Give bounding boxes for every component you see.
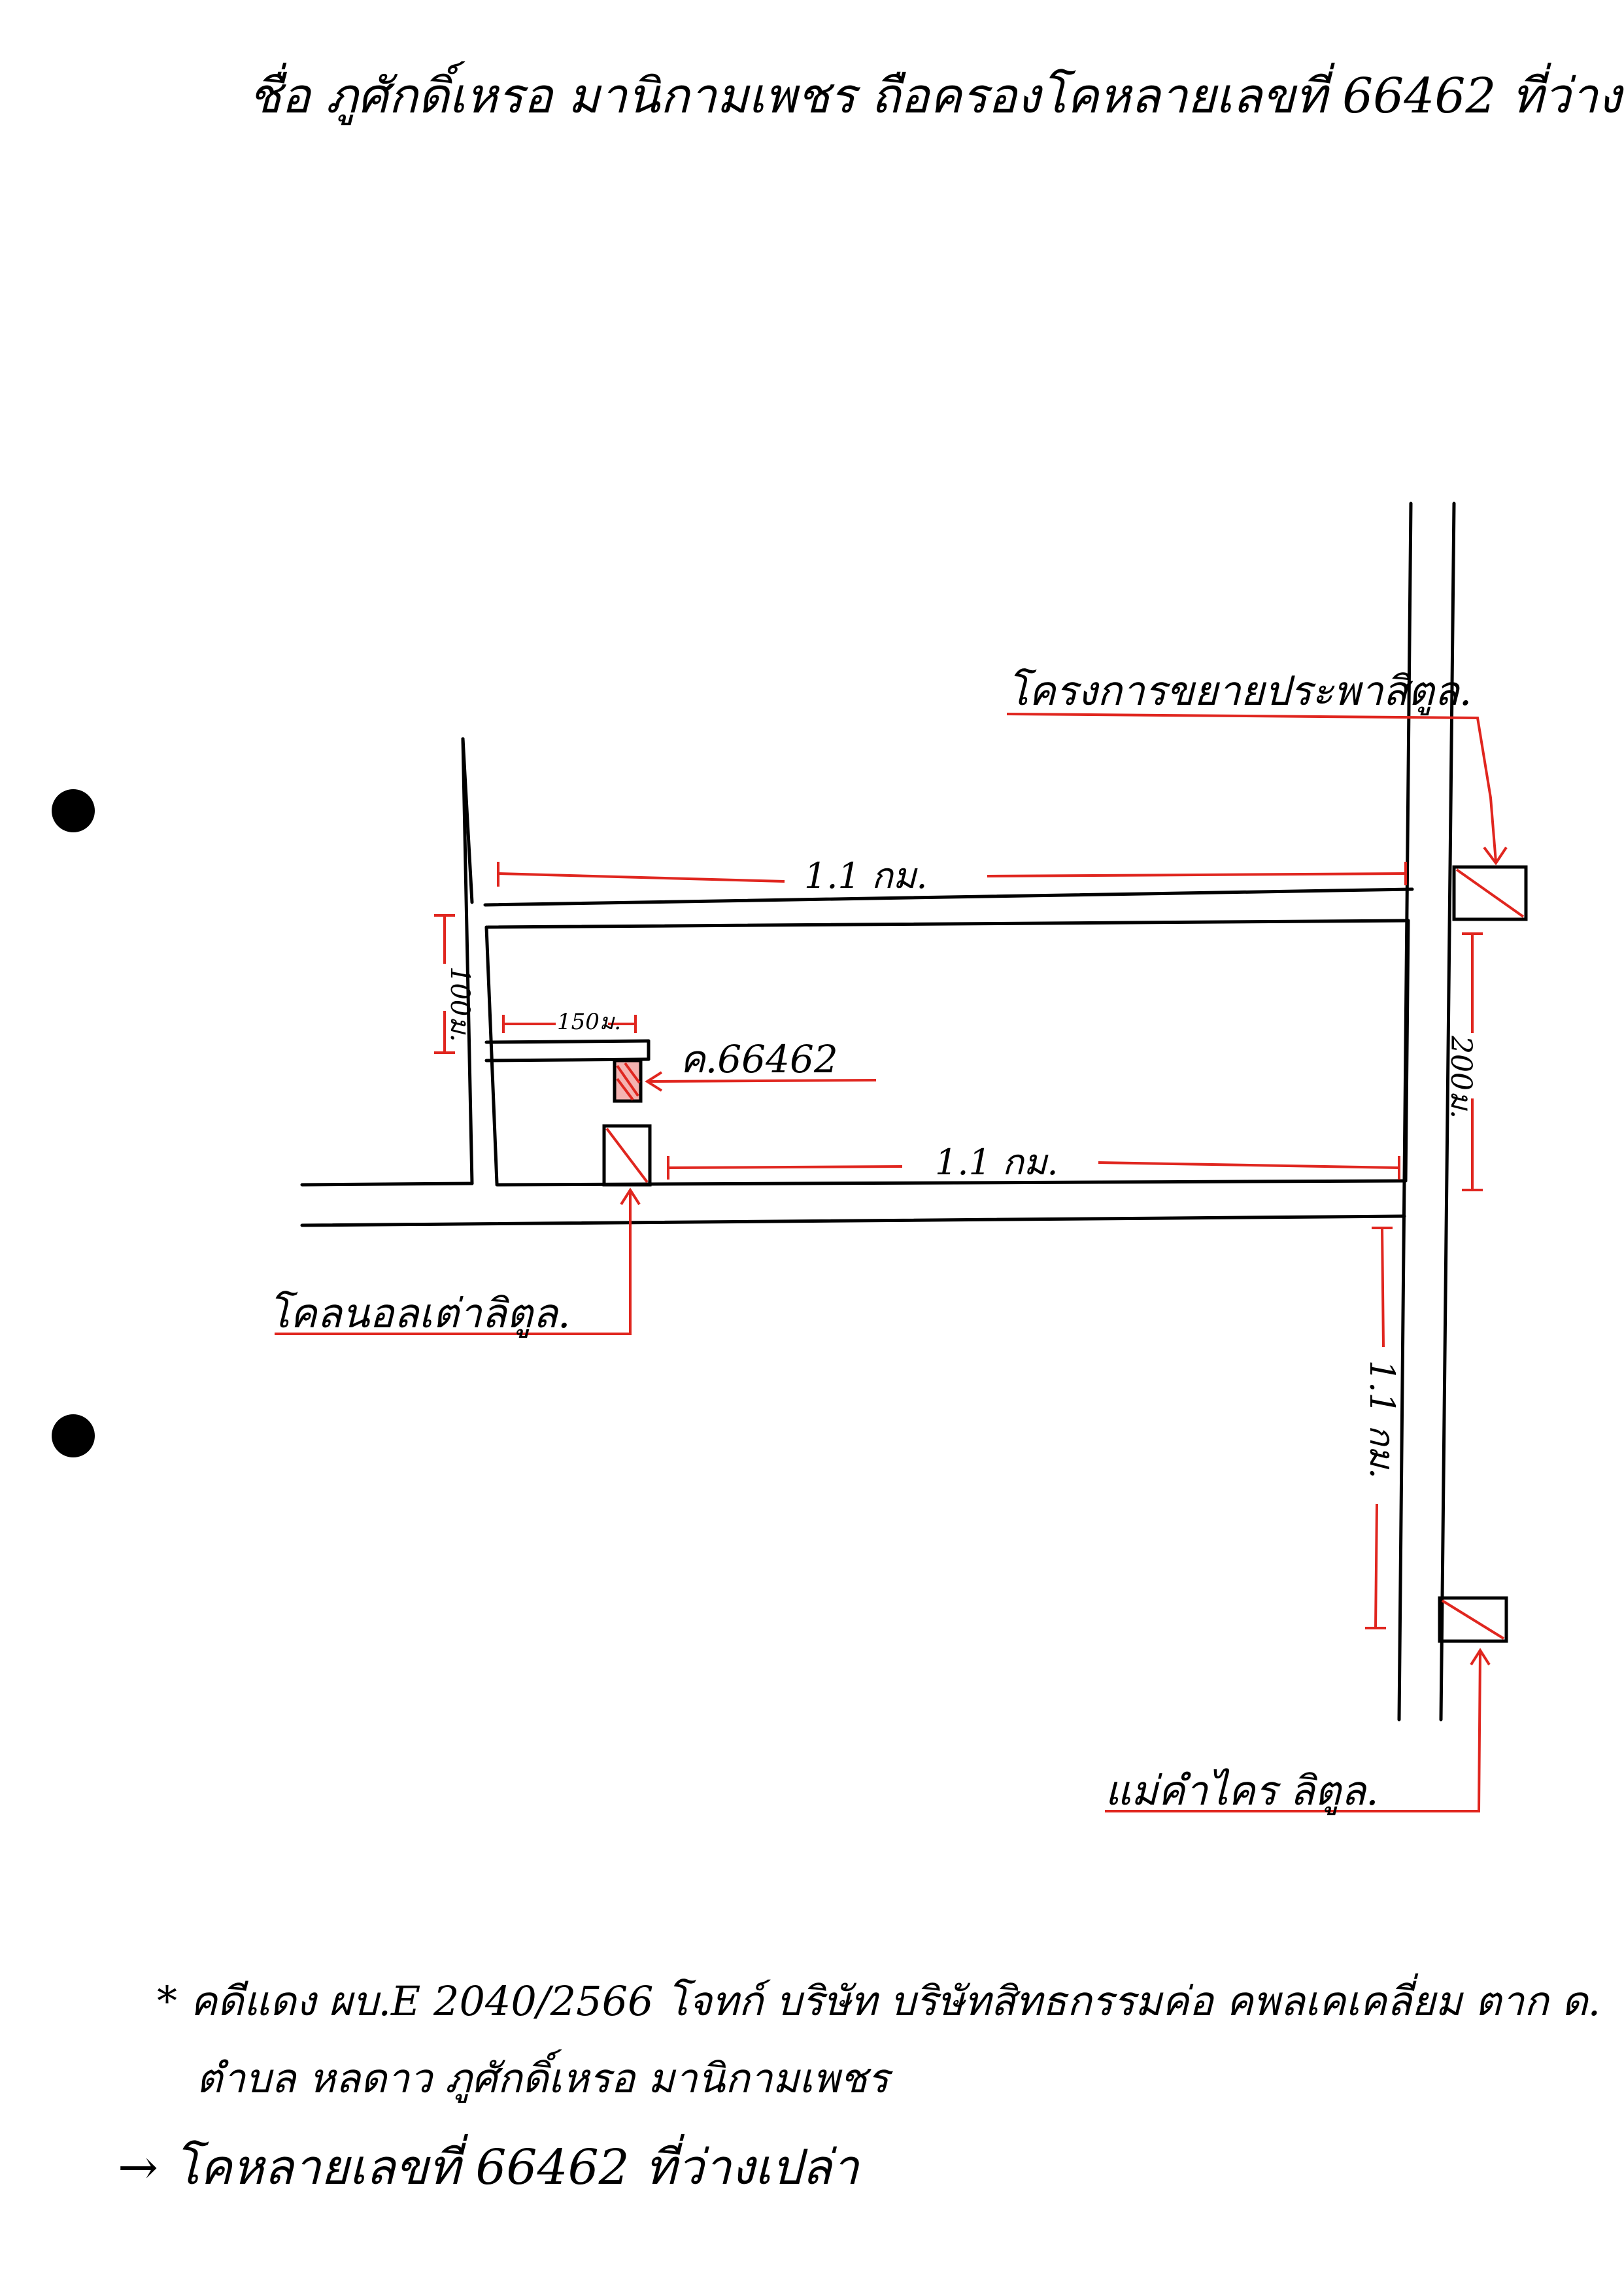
road-lower-south-edge <box>300 1214 1406 1227</box>
pole-box-project <box>1452 865 1528 921</box>
road-upper-south-edge <box>486 919 1410 929</box>
arrow-new <box>1470 1648 1491 1666</box>
pole-new <box>1438 1596 1508 1643</box>
road-inner-connector <box>1404 919 1410 1183</box>
pointer-new <box>1105 1650 1481 1812</box>
pole-slash-old <box>605 1127 649 1183</box>
note-line-2: ตำบล หลดาว ภูศักดิ์เหรอ มานิกามเพชร <box>196 2049 893 2103</box>
pole-project <box>1452 865 1528 921</box>
note-line-1: * คดีแดง ผบ.E 2040/2566 โจทก์ บริษัท บริ… <box>157 1973 1600 2025</box>
pole-hatch-target-2 <box>616 1078 634 1101</box>
dimension-lines <box>434 862 1483 1629</box>
branch-north-edge <box>484 1039 651 1044</box>
dim-lower-right-ticks <box>1365 1227 1393 1629</box>
dim-left-vertical-ticks <box>434 914 455 1054</box>
label-project-pole: โครงการขยายประพาสิตูล. <box>1007 667 1472 716</box>
dim-lower-right <box>1374 1227 1385 1629</box>
dim-top-road <box>498 872 1406 883</box>
arrow-old <box>620 1187 641 1206</box>
road-network <box>300 502 1456 1722</box>
pole-box-new <box>1438 1596 1508 1643</box>
dim-text-left-vertical: 100ม. <box>445 966 475 1042</box>
arrow-target <box>645 1071 663 1092</box>
pole-box-old <box>602 1124 652 1187</box>
dim-text-bottom-road: 1.1 กม. <box>935 1142 1058 1183</box>
dim-bottom-road-ticks <box>667 1156 1400 1180</box>
road-upper-north-edge <box>483 887 1414 907</box>
note-line-3: → โคหลายเลขที่ 66462 ที่ว่างเปล่า <box>118 2134 860 2196</box>
pole-hatch-target-3 <box>624 1062 641 1084</box>
dim-branch-ticks <box>502 1015 637 1033</box>
punch-hole-top <box>52 789 95 832</box>
dim-right-vertical-ticks <box>1462 932 1483 1191</box>
pointer-target <box>647 1079 877 1083</box>
label-old-pole: โคลนอลเต่าลิตูล. <box>268 1289 571 1338</box>
dim-top-road-ticks <box>497 862 1407 887</box>
punch-hole-bottom <box>52 1414 95 1457</box>
pole-slash-project <box>1455 868 1525 918</box>
pole-old <box>602 1124 652 1187</box>
page-title: ชื่อ ภูศักดิ์เหรอ มานิกามเพชร ถือครองโคห… <box>248 61 1624 126</box>
pointer-old <box>275 1191 632 1335</box>
dim-text-branch: 150ม. <box>557 1009 621 1035</box>
dim-text-right-vertical: 200ม. <box>1444 1035 1478 1119</box>
road-lower-west-stub <box>300 1182 474 1187</box>
pole-target <box>613 1059 643 1103</box>
label-target-pole: ค.66462 <box>680 1037 838 1081</box>
dim-text-top-road: 1.1 กม. <box>804 855 928 896</box>
road-right-east-edge <box>1439 502 1456 1722</box>
pointer-lines <box>275 713 1508 1812</box>
pole-box-target <box>613 1059 643 1103</box>
dim-text-lower-right: 1.1 กม. <box>1362 1360 1401 1479</box>
arrow-project <box>1483 846 1508 866</box>
pole-hatch-target-1 <box>616 1064 639 1097</box>
pointer-project <box>1006 713 1497 862</box>
dim-bottom-road <box>668 1161 1400 1169</box>
road-left-outer-edge <box>461 737 474 1185</box>
label-new-pole: แม่คำไคร ลิตูล. <box>1105 1767 1379 1816</box>
road-left-inner-edge <box>484 925 499 1185</box>
road-left-top-stub <box>461 737 474 904</box>
pole-slash-new <box>1441 1599 1505 1640</box>
